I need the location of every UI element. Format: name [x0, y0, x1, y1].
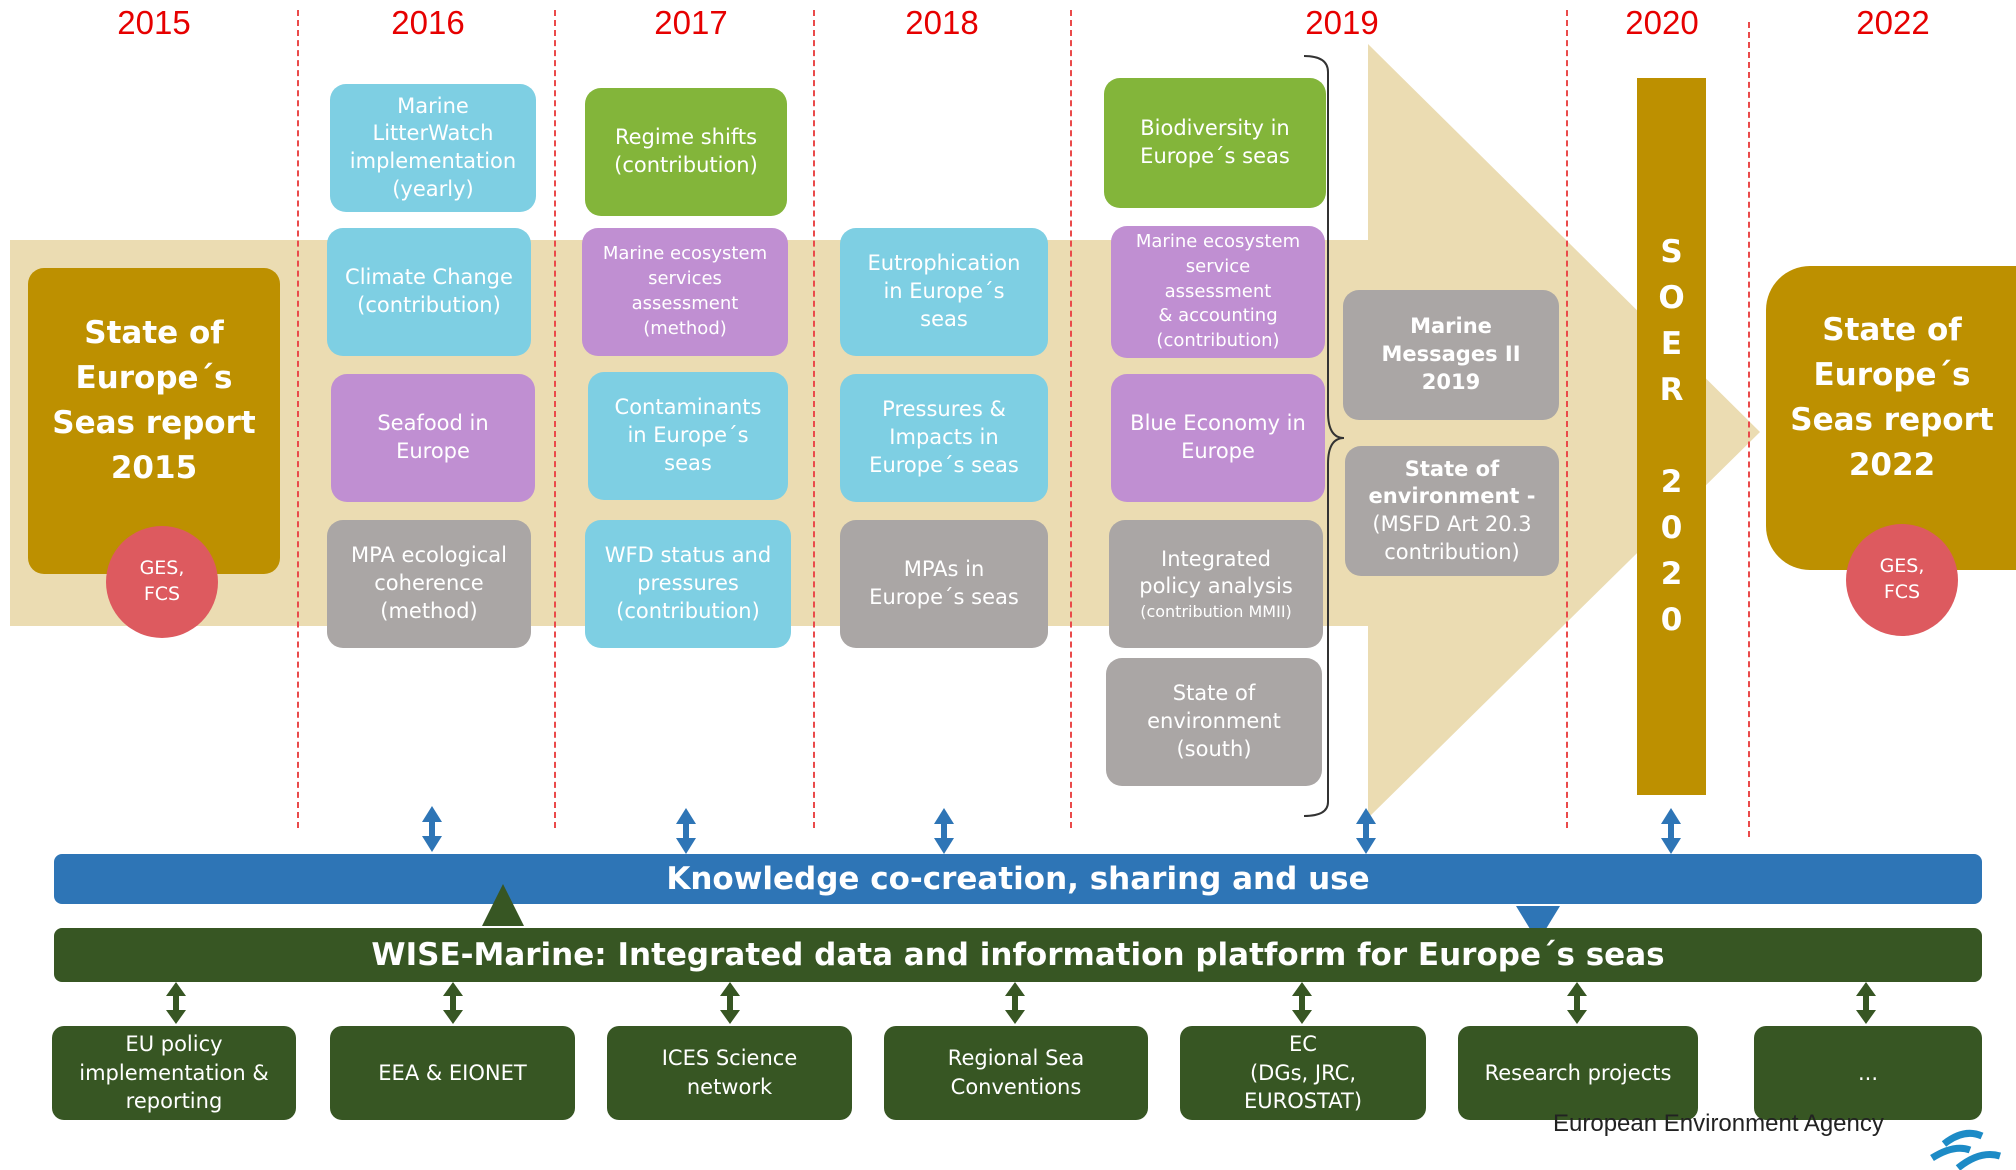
soer-letter: 0 — [1660, 602, 1683, 638]
knowledge-bar: Knowledge co-creation, sharing and use — [54, 854, 1982, 904]
year-label: 2017 — [654, 4, 728, 41]
partner-eea-eionet: EEA & EIONET — [330, 1026, 575, 1120]
year-separator — [813, 10, 815, 828]
double-arrow-icon — [1292, 982, 1312, 1024]
year-label: 2020 — [1625, 4, 1699, 41]
double-arrow-icon — [422, 806, 442, 852]
double-arrow-icon — [1356, 808, 1376, 854]
year-label: 2015 — [117, 4, 191, 41]
box-marine-messages: Marine Messages II 2019 — [1343, 290, 1559, 420]
year-separator — [1748, 22, 1750, 837]
double-arrow-icon — [1856, 982, 1876, 1024]
partner-ices: ICES Science network — [607, 1026, 852, 1120]
year-separator — [297, 10, 299, 828]
box-state-env-msfd: State of environment - (MSFD Art 20.3 co… — [1345, 446, 1559, 576]
year-separator — [1070, 10, 1072, 828]
down-triangle-icon — [1516, 906, 1560, 942]
box-mpa-coherence: MPA ecological coherence (method) — [327, 520, 531, 648]
wise-marine-bar: WISE-Marine: Integrated data and informa… — [54, 928, 1982, 982]
year-label: 2022 — [1856, 4, 1930, 41]
soer-letter: 2 — [1660, 464, 1683, 500]
box-state-env-south: State of environment (south) — [1106, 658, 1322, 786]
eea-footer-text: European Environment Agency — [1553, 1110, 1884, 1137]
partner-eu-policy: EU policy implementation & reporting — [52, 1026, 296, 1120]
box-wfd-status: WFD status and pressures (contribution) — [585, 520, 791, 648]
year-label: 2018 — [905, 4, 979, 41]
soer-letter: E — [1660, 326, 1683, 362]
soer-2020-bar: S O E R 2 0 2 0 — [1637, 78, 1706, 795]
up-triangle-icon — [482, 884, 524, 926]
partner-regional-sea: Regional Sea Conventions — [884, 1026, 1148, 1120]
double-arrow-icon — [934, 808, 954, 854]
box-mpas: MPAs in Europe´s seas — [840, 520, 1048, 648]
double-arrow-icon — [1567, 982, 1587, 1024]
start-report-badge: GES, FCS — [106, 526, 218, 638]
bracket — [1303, 55, 1345, 817]
end-report-badge: GES, FCS — [1846, 524, 1958, 636]
end-report-box: State of Europe´s Seas report 2022 — [1766, 266, 2016, 570]
double-arrow-icon — [1005, 982, 1025, 1024]
soer-letter: O — [1658, 280, 1685, 316]
double-arrow-icon — [443, 982, 463, 1024]
box-biodiversity: Biodiversity in Europe´s seas — [1104, 78, 1326, 208]
year-separator — [554, 10, 556, 828]
box-integrated-policy-label: Integrated policy analysis — [1139, 546, 1293, 599]
box-contaminants: Contaminants in Europe´s seas — [588, 372, 788, 500]
partner-ec: EC (DGs, JRC, EUROSTAT) — [1180, 1026, 1426, 1120]
box-eutrophication: Eutrophication in Europe´s seas — [840, 228, 1048, 356]
box-state-env-note: (MSFD Art 20.3 contribution) — [1372, 512, 1532, 564]
box-climate-change: Climate Change (contribution) — [327, 228, 531, 356]
box-integrated-policy-note: (contribution MMII) — [1140, 602, 1292, 622]
double-arrow-icon — [720, 982, 740, 1024]
box-blue-economy: Blue Economy in Europe — [1111, 374, 1325, 502]
box-marine-litterwatch: Marine LitterWatch implementation (yearl… — [330, 84, 536, 212]
partner-other: ... — [1754, 1026, 1982, 1120]
box-ecosystem-services: Marine ecosystem services assessment (me… — [582, 228, 788, 356]
double-arrow-icon — [676, 808, 696, 854]
soer-letter: 0 — [1660, 510, 1683, 546]
box-seafood: Seafood in Europe — [331, 374, 535, 502]
box-state-env-title: State of environment - — [1368, 456, 1536, 509]
start-report-box: State of Europe´s Seas report 2015 — [28, 268, 280, 574]
year-separator — [1566, 10, 1568, 828]
soer-letter: 2 — [1660, 556, 1683, 592]
soer-letter: R — [1659, 372, 1684, 408]
box-regime-shifts: Regime shifts (contribution) — [585, 88, 787, 216]
eea-logo-icon — [1930, 1129, 2002, 1170]
box-integrated-policy: Integrated policy analysis (contribution… — [1109, 520, 1323, 648]
double-arrow-icon — [1661, 808, 1681, 854]
box-ecosystem-accounting: Marine ecosystem service assessment & ac… — [1111, 226, 1325, 358]
partner-research: Research projects — [1458, 1026, 1698, 1120]
double-arrow-icon — [166, 982, 186, 1024]
year-label: 2016 — [391, 4, 465, 41]
box-pressures-impacts: Pressures & Impacts in Europe´s seas — [840, 374, 1048, 502]
year-label: 2019 — [1305, 4, 1379, 41]
soer-letter: S — [1660, 234, 1683, 270]
